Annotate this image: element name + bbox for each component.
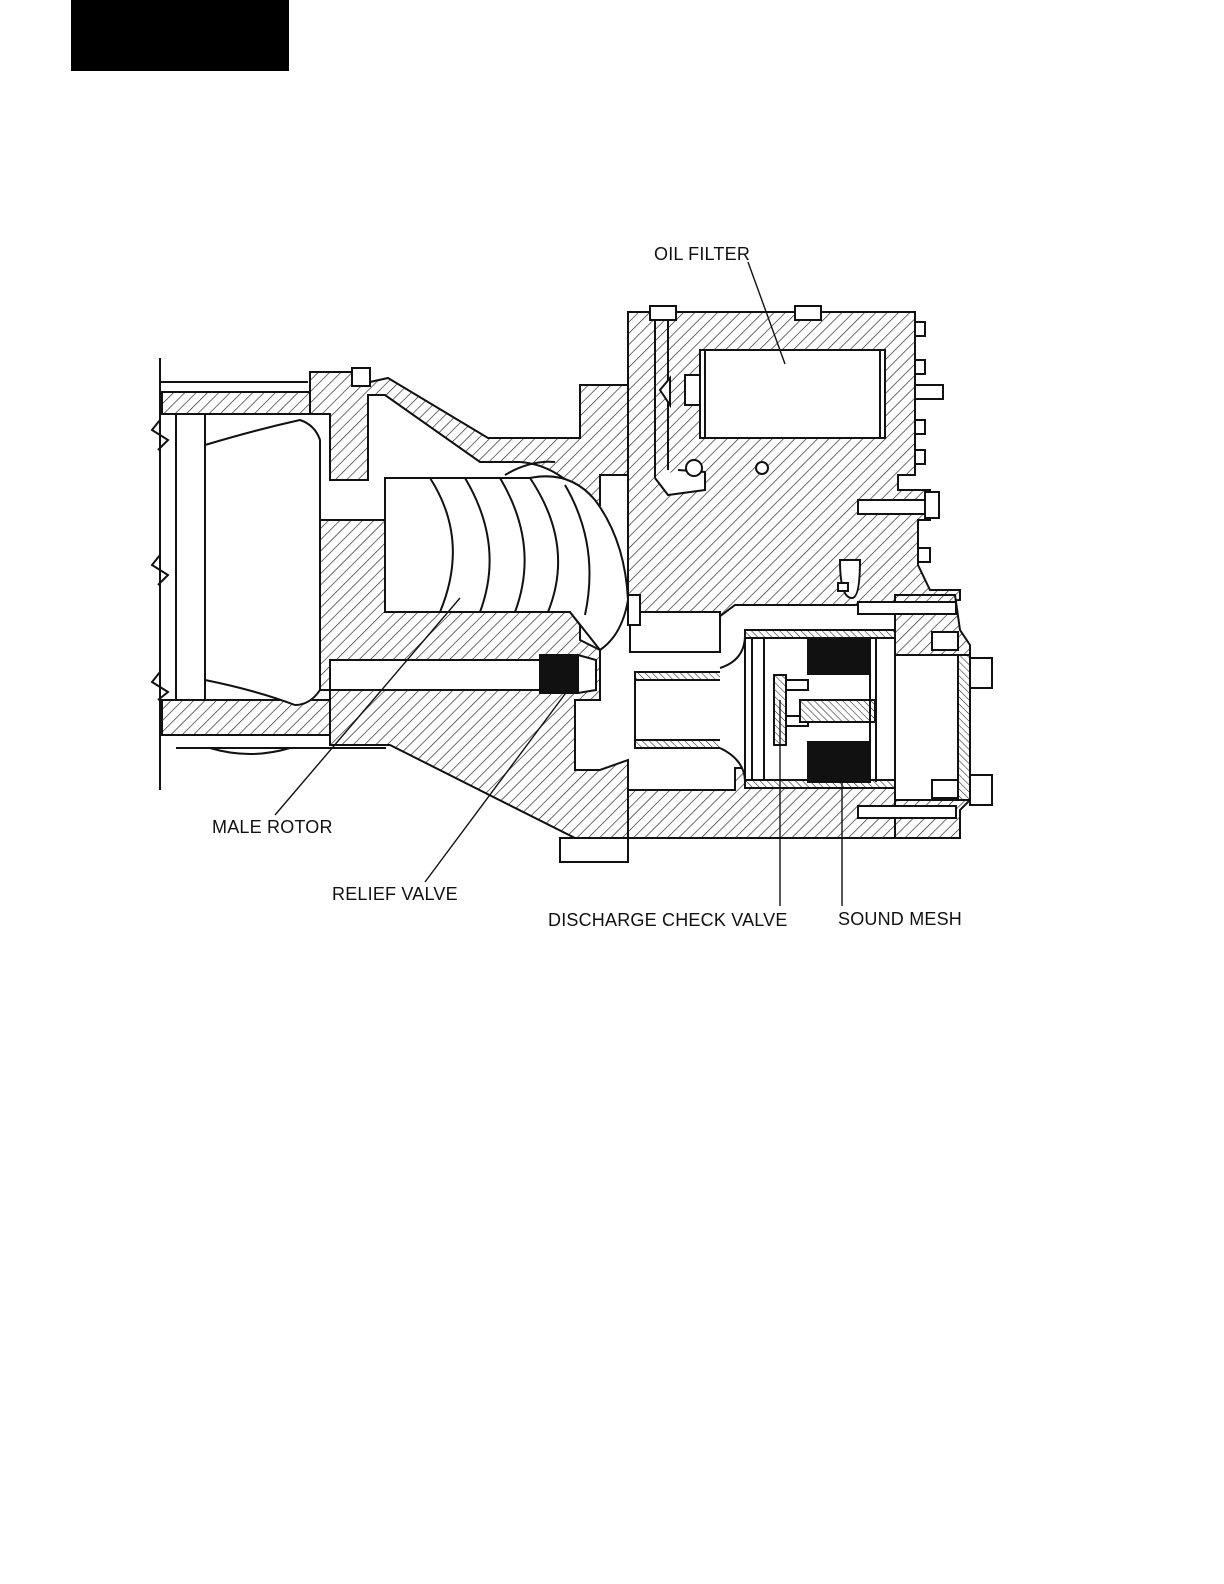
motor-bell: [205, 420, 320, 705]
relief-valve-label: RELIEF VALVE: [332, 884, 458, 905]
sound-mesh-upper: [808, 638, 870, 674]
male-rotor-label: MALE ROTOR: [212, 817, 333, 838]
compressor-cross-section-diagram: [0, 0, 1224, 1000]
discharge-check-valve-label: DISCHARGE CHECK VALVE: [548, 910, 788, 931]
oil-filter-label: OIL FILTER: [654, 244, 750, 265]
top-flange: [162, 392, 330, 414]
sound-mesh-label: SOUND MESH: [838, 909, 962, 930]
oil-filter-element: [700, 350, 885, 438]
relief-valve-plug: [540, 655, 578, 693]
sound-mesh-lower: [808, 742, 870, 782]
bottom-flange: [162, 700, 330, 735]
